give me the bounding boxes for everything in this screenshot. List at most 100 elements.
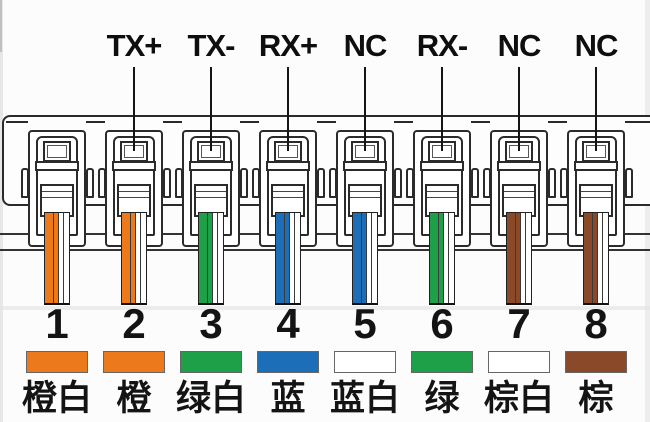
corner-artifact (0, 0, 2, 52)
housing-ear-left (328, 168, 337, 198)
clamp-ridge (350, 191, 380, 192)
pin-column-2: TX+ 2 橙 (96, 0, 173, 422)
housing-ear-left (251, 168, 260, 198)
housing-ear-left (20, 168, 29, 198)
pin-signal-label: TX+ (106, 28, 163, 63)
pin-number: 5 (353, 300, 377, 347)
leader-line (132, 67, 136, 151)
panel-inner-line (6, 121, 650, 123)
clamp-ridge (504, 197, 534, 198)
housing-ear-right (162, 168, 171, 198)
housing-ear-left (97, 168, 106, 198)
pin-column-8: NC 8 棕 (558, 0, 635, 422)
color-swatch (103, 351, 165, 373)
leader-line (363, 67, 367, 151)
clamp-ridge (119, 191, 149, 192)
clamp-ridge (581, 191, 611, 192)
connector-clamp (579, 184, 613, 217)
housing-ear-left (174, 168, 183, 198)
connector-collar (497, 161, 541, 171)
leader-line (440, 67, 444, 151)
connector-collar (420, 161, 464, 171)
wire (352, 212, 378, 305)
pin-number: 2 (122, 300, 146, 347)
housing-ear-left (482, 168, 491, 198)
clamp-ridge (581, 197, 611, 198)
housing-ear-right (547, 168, 556, 198)
pin-column-4: RX+ 4 蓝 (250, 0, 327, 422)
pin-column-1: 1 橙白 (19, 0, 96, 422)
pin-signal-label: RX+ (258, 28, 318, 63)
wire (429, 212, 455, 305)
connector-clamp (348, 184, 382, 217)
color-name-label: 棕白 (483, 379, 554, 418)
connector-collar (112, 161, 156, 171)
clamp-ridge (196, 197, 226, 198)
color-name-label: 蓝白 (329, 379, 400, 418)
connector-collar (35, 161, 79, 171)
color-name-label: 橙白 (21, 379, 92, 418)
housing-ear-right (624, 168, 633, 198)
clamp-ridge (427, 197, 457, 198)
pin-column-7: NC 7 棕白 (481, 0, 558, 422)
right-edge-artifact (645, 0, 650, 422)
connector-clip-tab (197, 141, 225, 162)
color-swatch (565, 351, 627, 373)
color-swatch (411, 351, 473, 373)
pin-number: 4 (276, 300, 300, 347)
pin-number: 7 (507, 300, 531, 347)
clamp-ridge (273, 197, 303, 198)
clamp-ridge (119, 197, 149, 198)
clamp-ridge (273, 191, 303, 192)
pin-signal-label: RX- (416, 28, 468, 63)
clip-tab-inner (47, 145, 67, 158)
wire (198, 212, 224, 305)
pin-number: 6 (430, 300, 454, 347)
left-edge-artifact (0, 0, 3, 422)
clamp-ridge (42, 197, 72, 198)
pin-number: 3 (199, 300, 223, 347)
color-swatch (180, 351, 242, 373)
connector-clamp (502, 184, 536, 217)
wire-bottom-shadow (0, 306, 650, 310)
wire (583, 212, 609, 305)
color-swatch (26, 351, 88, 373)
leader-line (517, 67, 521, 151)
pin-column-6: RX- 6 绿 (404, 0, 481, 422)
housing-ear-right (239, 168, 248, 198)
wire (506, 212, 532, 305)
pin-number: 8 (584, 300, 608, 347)
housing-ear-right (470, 168, 479, 198)
lower-rail (0, 248, 650, 251)
connector-collar (266, 161, 310, 171)
color-swatch (257, 351, 319, 373)
pin-column-3: TX- 3 绿白 (173, 0, 250, 422)
upper-rail (0, 233, 650, 235)
color-name-label: 棕 (578, 379, 614, 418)
color-name-label: 绿 (424, 379, 460, 418)
housing-ear-right (85, 168, 94, 198)
connector-collar (189, 161, 233, 171)
pin-signal-label: NC (343, 28, 388, 63)
pin-signal-label: TX- (187, 28, 236, 63)
wire (121, 212, 147, 305)
housing-ear-left (559, 168, 568, 198)
pin-column-5: NC 5 蓝白 (327, 0, 404, 422)
housing-ear-right (393, 168, 402, 198)
color-name-label: 绿白 (175, 379, 246, 418)
leader-line (286, 67, 290, 151)
clamp-ridge (42, 191, 72, 192)
color-name-label: 蓝 (270, 379, 306, 418)
housing-ear-right (316, 168, 325, 198)
pin-number: 1 (45, 300, 69, 347)
clamp-ridge (427, 191, 457, 192)
wire (44, 212, 70, 305)
clamp-ridge (350, 197, 380, 198)
connector-collar (343, 161, 387, 171)
color-swatch (488, 351, 550, 373)
clamp-ridge (196, 191, 226, 192)
connector-collar (574, 161, 618, 171)
pin-signal-label: NC (497, 28, 542, 63)
wire (275, 212, 301, 305)
